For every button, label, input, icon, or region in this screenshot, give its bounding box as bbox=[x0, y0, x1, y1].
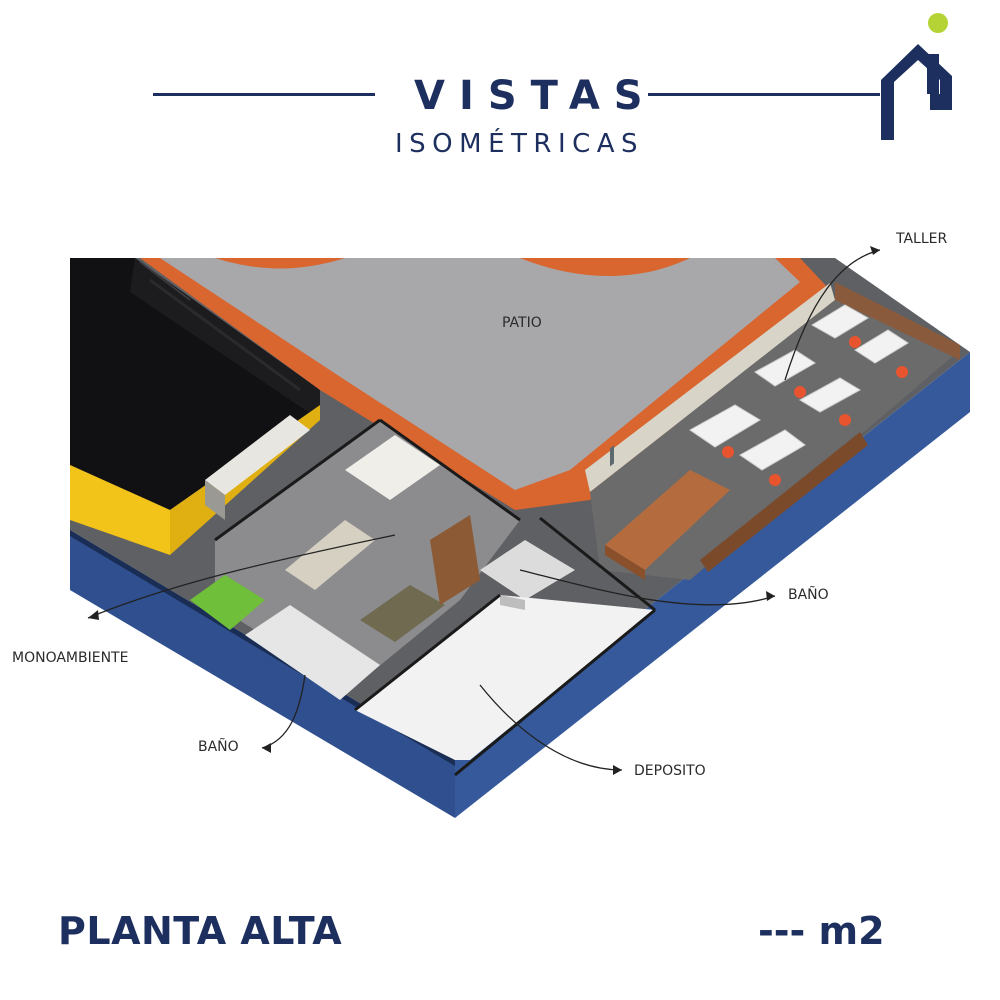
deposito-floor bbox=[355, 595, 655, 760]
arrow-deposito bbox=[479, 684, 623, 771]
front-wall-right bbox=[455, 352, 970, 818]
arrow-monoambiente bbox=[87, 534, 396, 619]
header-line-left bbox=[153, 93, 375, 96]
patio-floor bbox=[160, 258, 800, 490]
label-bano-left: BAÑO bbox=[198, 739, 239, 755]
bed bbox=[360, 585, 445, 642]
wood-table bbox=[605, 470, 730, 570]
label-patio: PATIO bbox=[502, 315, 542, 331]
arrow-taller bbox=[784, 249, 881, 381]
front-wall-left bbox=[70, 530, 455, 818]
taller-wall-windows bbox=[585, 283, 835, 492]
page-title: VISTAS bbox=[414, 73, 657, 119]
page-subtitle: ISOMÉTRICAS bbox=[395, 129, 645, 159]
label-taller: TALLER bbox=[896, 231, 948, 247]
bano-left-floor bbox=[245, 605, 380, 700]
house-logo-icon bbox=[881, 13, 952, 140]
arrow-bano-right bbox=[519, 569, 776, 606]
grass bbox=[190, 575, 265, 630]
header-line-right bbox=[648, 93, 880, 96]
floor-area: --- m2 bbox=[758, 909, 885, 953]
label-monoambiente: MONOAMBIENTE bbox=[12, 650, 129, 666]
label-bano-right: BAÑO bbox=[788, 587, 829, 603]
label-deposito: DEPOSITO bbox=[634, 763, 706, 779]
sofa bbox=[285, 520, 375, 590]
floor-name: PLANTA ALTA bbox=[58, 909, 343, 953]
bano-right-floor bbox=[480, 540, 575, 600]
yellow-wall bbox=[70, 465, 170, 555]
